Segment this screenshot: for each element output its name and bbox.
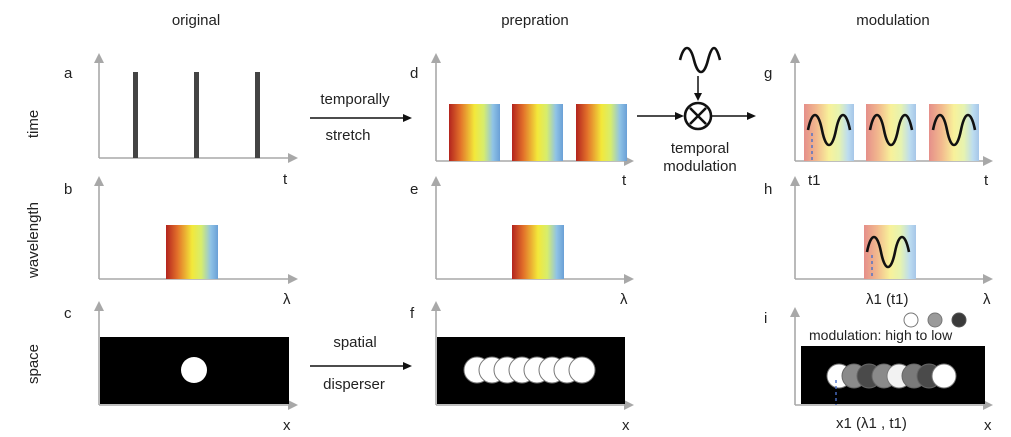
modulated-spots (826, 363, 957, 389)
legend-dot-high (903, 312, 919, 328)
axis-arrowhead (431, 301, 441, 311)
panel-h: h λ1 (t1) λ (764, 176, 993, 308)
axis-arrowhead (983, 400, 993, 410)
arrow-head (403, 114, 412, 122)
stretched-pulse (576, 104, 627, 161)
axis-arrowhead (288, 400, 298, 410)
annotation-lambda1-t1: λ1 (t1) (866, 291, 909, 308)
axis-arrowhead (431, 53, 441, 63)
spectrum-band (166, 225, 218, 279)
arrow-temporal-stretch: temporally stretch (310, 91, 412, 144)
multiplier-cross (689, 107, 707, 125)
axis-arrowhead (94, 176, 104, 186)
axis-label-lambda: λ (620, 291, 628, 308)
axis-arrowhead (790, 53, 800, 63)
panel-b: b λ (64, 176, 298, 308)
arrow-head (403, 362, 412, 370)
axis-arrowhead (790, 176, 800, 186)
modulation-wave (868, 113, 914, 147)
axis-arrowhead (624, 274, 634, 284)
panel-letter-b: b (64, 181, 72, 198)
legend-dot-mid (927, 312, 943, 328)
axis-label-lambda: λ (983, 291, 991, 308)
axis-label-t: t (984, 172, 989, 189)
row-label-time: time (25, 110, 42, 138)
arrow-label-temporally: temporally (320, 91, 390, 108)
arrow-label-spatial: spatial (333, 334, 376, 351)
panel-letter-d: d (410, 65, 418, 82)
modulation-wave (865, 235, 911, 269)
spot (568, 356, 596, 384)
axis-arrowhead (288, 274, 298, 284)
arrow-head (675, 112, 684, 120)
modulation-wave (931, 113, 977, 147)
stretched-pulse (449, 104, 500, 161)
column-title-preparation: prepration (501, 12, 569, 29)
legend-label: modulation: high to low (809, 327, 953, 343)
axis-arrowhead (94, 53, 104, 63)
arrow-label-disperser: disperser (323, 376, 385, 393)
axis-arrowhead (431, 176, 441, 186)
temporal-modulator: temporal modulation (637, 46, 756, 175)
panel-a: a t (64, 53, 298, 188)
axis-label-t: t (283, 171, 288, 188)
axis-arrowhead (624, 400, 634, 410)
panel-letter-h: h (764, 181, 772, 198)
axis-arrowhead (790, 307, 800, 317)
panel-letter-a: a (64, 65, 73, 82)
column-title-original: original (172, 12, 220, 29)
axis-label-x: x (984, 417, 992, 434)
stretched-pulse (512, 104, 563, 161)
modulation-legend: modulation: high to low (809, 312, 967, 343)
panel-letter-f: f (410, 305, 415, 322)
row-label-wavelength: wavelength (25, 202, 42, 279)
modulated-pulse (929, 104, 979, 161)
pulse (133, 72, 138, 158)
axis-arrowhead (983, 274, 993, 284)
panel-e: e λ (410, 176, 634, 308)
panel-letter-c: c (64, 305, 72, 322)
panel-letter-i: i (764, 310, 767, 327)
panel-letter-e: e (410, 181, 418, 198)
row-label-space: space (25, 344, 42, 384)
arrow-spatial-disperser: spatial disperser (310, 334, 412, 393)
pulse (194, 72, 199, 158)
modulator-label-temporal: temporal (671, 140, 729, 157)
panel-g: g t1 t (764, 53, 993, 189)
axis-arrowhead (983, 156, 993, 166)
panel-c: c x (64, 301, 298, 434)
spot (931, 363, 957, 389)
axis-label-x: x (283, 417, 291, 434)
panel-i: i modulation: high to low x1 (λ1 , t1) x (764, 307, 993, 434)
panel-f: f x (410, 301, 634, 434)
modulation-signal-wave (678, 46, 722, 74)
panel-d: d t (410, 53, 634, 189)
axis-label-x: x (622, 417, 630, 434)
light-spot (181, 357, 207, 383)
modulated-pulse (866, 104, 916, 161)
spectrum-band (512, 225, 564, 279)
legend-dot-low (951, 312, 967, 328)
modulation-wave (806, 113, 852, 147)
arrow-head (747, 112, 756, 120)
annotation-t1: t1 (808, 172, 821, 189)
arrow-label-stretch: stretch (325, 127, 370, 144)
arrow-head (694, 93, 702, 101)
axis-arrowhead (94, 301, 104, 311)
axis-arrowhead (288, 153, 298, 163)
axis-label-t: t (622, 172, 627, 189)
column-title-modulation: modulation (856, 12, 929, 29)
pulse (255, 72, 260, 158)
modulator-label-modulation: modulation (663, 158, 736, 175)
axis-label-lambda: λ (283, 291, 291, 308)
dispersed-spots (463, 356, 596, 384)
panel-letter-g: g (764, 65, 772, 82)
annotation-x1: x1 (λ1 , t1) (836, 415, 907, 432)
